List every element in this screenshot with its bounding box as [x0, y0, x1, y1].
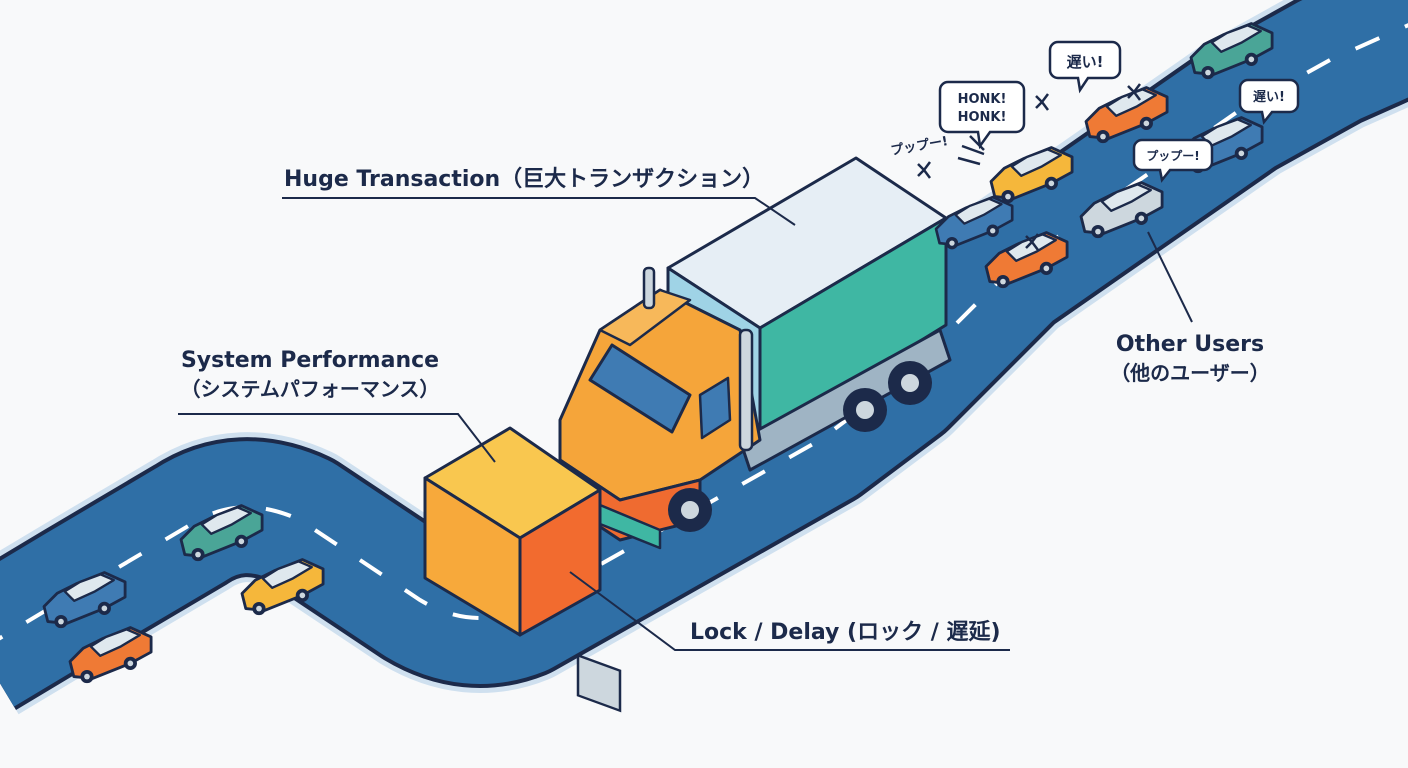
system-performance-label: System Performance （システムパフォーマンス） [160, 348, 460, 402]
bubble-honk: HONK! HONK! [938, 80, 1026, 150]
leader-lines [178, 197, 1193, 651]
leader-lock-delay [569, 571, 1010, 651]
honk-text-2: HONK! [958, 110, 1007, 125]
right-cars [917, 22, 1274, 290]
other-users-ja: （他のユーザー） [1110, 361, 1270, 385]
anger-mark-icon [917, 83, 1141, 251]
puppu-text-free: プップー! [890, 134, 950, 159]
bubble-puppu: プップー! [1132, 138, 1214, 183]
lock-box [423, 426, 602, 637]
speech-bubbles: HONK! HONK! 遅い! 遅い! プップー! プップー! [890, 40, 1300, 183]
slow-text-right: 遅い! [1253, 90, 1285, 105]
leader-other-users [1147, 231, 1193, 323]
system-performance-en: System Performance [180, 348, 440, 373]
leader-system-performance [178, 413, 496, 463]
leader-huge-transaction [282, 197, 796, 226]
slow-text-top: 遅い! [1067, 53, 1104, 71]
bubble-slow-right: 遅い! [1238, 78, 1300, 125]
puppu-text-bubble: プップー! [1146, 148, 1199, 163]
other-users-label: Other Users （他のユーザー） [1090, 332, 1290, 386]
bubble-slow-top: 遅い! [1048, 40, 1122, 94]
lock-delay-label: Lock / Delay (ロック / 遅延) [690, 620, 1001, 645]
honk-lines [957, 135, 985, 166]
huge-transaction-label: Huge Transaction（巨大トランザクション） [284, 167, 765, 192]
other-users-en: Other Users [1115, 332, 1265, 357]
honk-text-1: HONK! [958, 92, 1007, 107]
system-performance-ja: （システムパフォーマンス） [180, 377, 440, 401]
